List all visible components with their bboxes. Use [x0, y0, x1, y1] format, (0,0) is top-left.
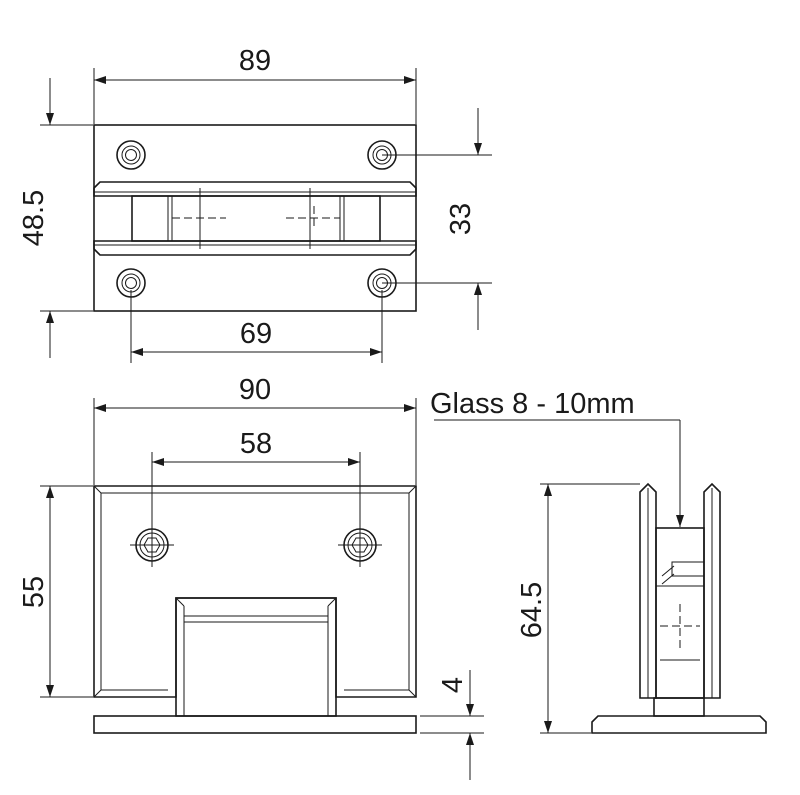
- side-right-jaw: [703, 482, 721, 699]
- top-view: 89 48.5 33 69: [18, 45, 492, 363]
- dim-front-base-thickness-label: 4: [437, 677, 469, 693]
- side-left-jaw: [639, 482, 657, 699]
- top-hole-tl: [116, 140, 146, 170]
- dim-front-width-label: 90: [239, 374, 271, 406]
- dim-front-width: 90: [93, 374, 417, 485]
- top-clamp-body: [93, 181, 417, 256]
- side-base-plate: [591, 715, 767, 734]
- front-clamp: [175, 597, 337, 717]
- dim-top-width-label: 89: [239, 45, 271, 77]
- dim-side-height: 64.5: [516, 483, 640, 734]
- front-body: [93, 485, 417, 698]
- side-stem: [653, 697, 705, 717]
- glass-note-leader: Glass 8 - 10mm: [430, 388, 684, 527]
- dim-front-hole-spacing-label: 58: [240, 428, 272, 460]
- side-core: [655, 527, 705, 699]
- dim-top-height-label: 48.5: [18, 190, 50, 246]
- dim-front-height: 55: [18, 485, 93, 698]
- dim-front-base-thickness: 4: [420, 670, 484, 780]
- front-base-plate: [93, 715, 417, 734]
- dim-top-width: 89: [93, 45, 417, 124]
- front-view: 90 58 55 4: [18, 374, 484, 780]
- dim-side-height-label: 64.5: [516, 582, 548, 638]
- dim-top-hole-vertical: 33: [382, 108, 492, 330]
- glass-note-label: Glass 8 - 10mm: [430, 388, 635, 420]
- dim-top-hole-horizontal-label: 69: [240, 318, 272, 350]
- dim-top-hole-horizontal: 69: [130, 290, 383, 363]
- dim-top-height: 48.5: [18, 78, 93, 358]
- dim-front-hole-spacing: 58: [151, 428, 361, 523]
- dim-front-height-label: 55: [18, 576, 50, 608]
- front-screw-right: [338, 523, 382, 567]
- dim-top-hole-vertical-label: 33: [445, 203, 477, 235]
- front-screw-left: [130, 523, 174, 567]
- top-plate-outline: [93, 124, 417, 312]
- side-view: Glass 8 - 10mm 64.5: [430, 388, 767, 734]
